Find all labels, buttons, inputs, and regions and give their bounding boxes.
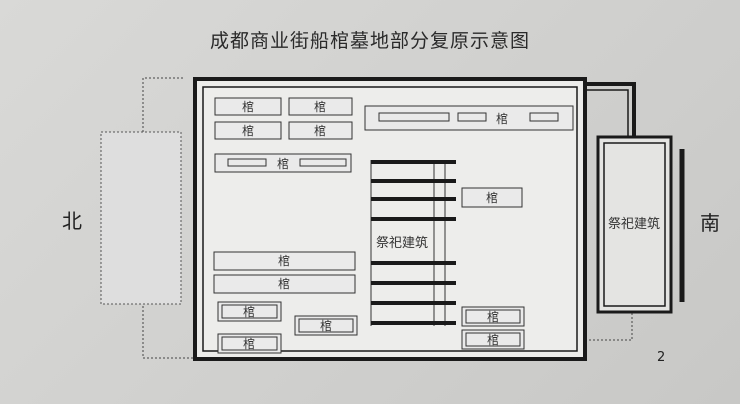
coffin-label: 棺: [277, 156, 289, 171]
coffin: [461, 329, 525, 350]
coffin-inner: [529, 112, 559, 122]
north-structure: [100, 131, 182, 305]
coffin-label: 棺: [320, 318, 332, 333]
coffin: [288, 121, 353, 140]
coffin-label: 棺: [314, 123, 326, 138]
south-sacrificial-building-inner: [603, 142, 666, 307]
south-connector-wall: [585, 82, 636, 140]
coffin-long-inner: [227, 158, 267, 167]
south-label: 南: [700, 211, 720, 235]
coffin-label: 棺: [242, 99, 254, 114]
south-building-label: 祭祀建筑: [608, 216, 660, 232]
south-boundary-line: [585, 310, 633, 341]
coffin: [294, 315, 358, 336]
coffin: [217, 301, 282, 322]
coffin-long-top-right: [364, 105, 574, 131]
label-bg: [372, 230, 432, 252]
coffin: [461, 306, 525, 327]
coffin: [214, 97, 282, 116]
coffin-inner: [378, 112, 450, 122]
coffin-label: 棺: [243, 336, 255, 351]
coffin-group-top-left: 棺 棺 棺 棺: [214, 97, 353, 140]
central-building-label: 祭祀建筑: [376, 235, 428, 251]
coffin: [214, 121, 282, 140]
coffin-long: [213, 274, 356, 294]
coffin: [217, 333, 282, 354]
coffin-label: 棺: [278, 253, 290, 268]
coffin: [288, 97, 353, 116]
coffin-label: 棺: [486, 190, 498, 205]
diagram-title: 成都商业街船棺墓地部分复原示意图: [209, 30, 530, 52]
coffin-label: 棺: [243, 304, 255, 319]
north-label: 北: [62, 209, 82, 233]
coffin-label: 棺: [487, 309, 499, 324]
coffin: [461, 187, 523, 208]
coffin-label: 棺: [314, 99, 326, 114]
south-connector-inner: [585, 89, 629, 140]
coffin-label: 棺: [496, 111, 508, 126]
page-number: 2: [657, 350, 666, 365]
coffin-label: 棺: [242, 123, 254, 138]
coffin-label: 棺: [487, 332, 499, 347]
coffin-long: [213, 251, 356, 271]
coffin-long-inner: [299, 158, 347, 167]
central-sacrificial-building: 祭祀建筑: [370, 160, 456, 326]
coffin-label: 棺: [278, 276, 290, 291]
coffin-inner: [457, 112, 487, 122]
north-boundary-line: [142, 77, 195, 359]
